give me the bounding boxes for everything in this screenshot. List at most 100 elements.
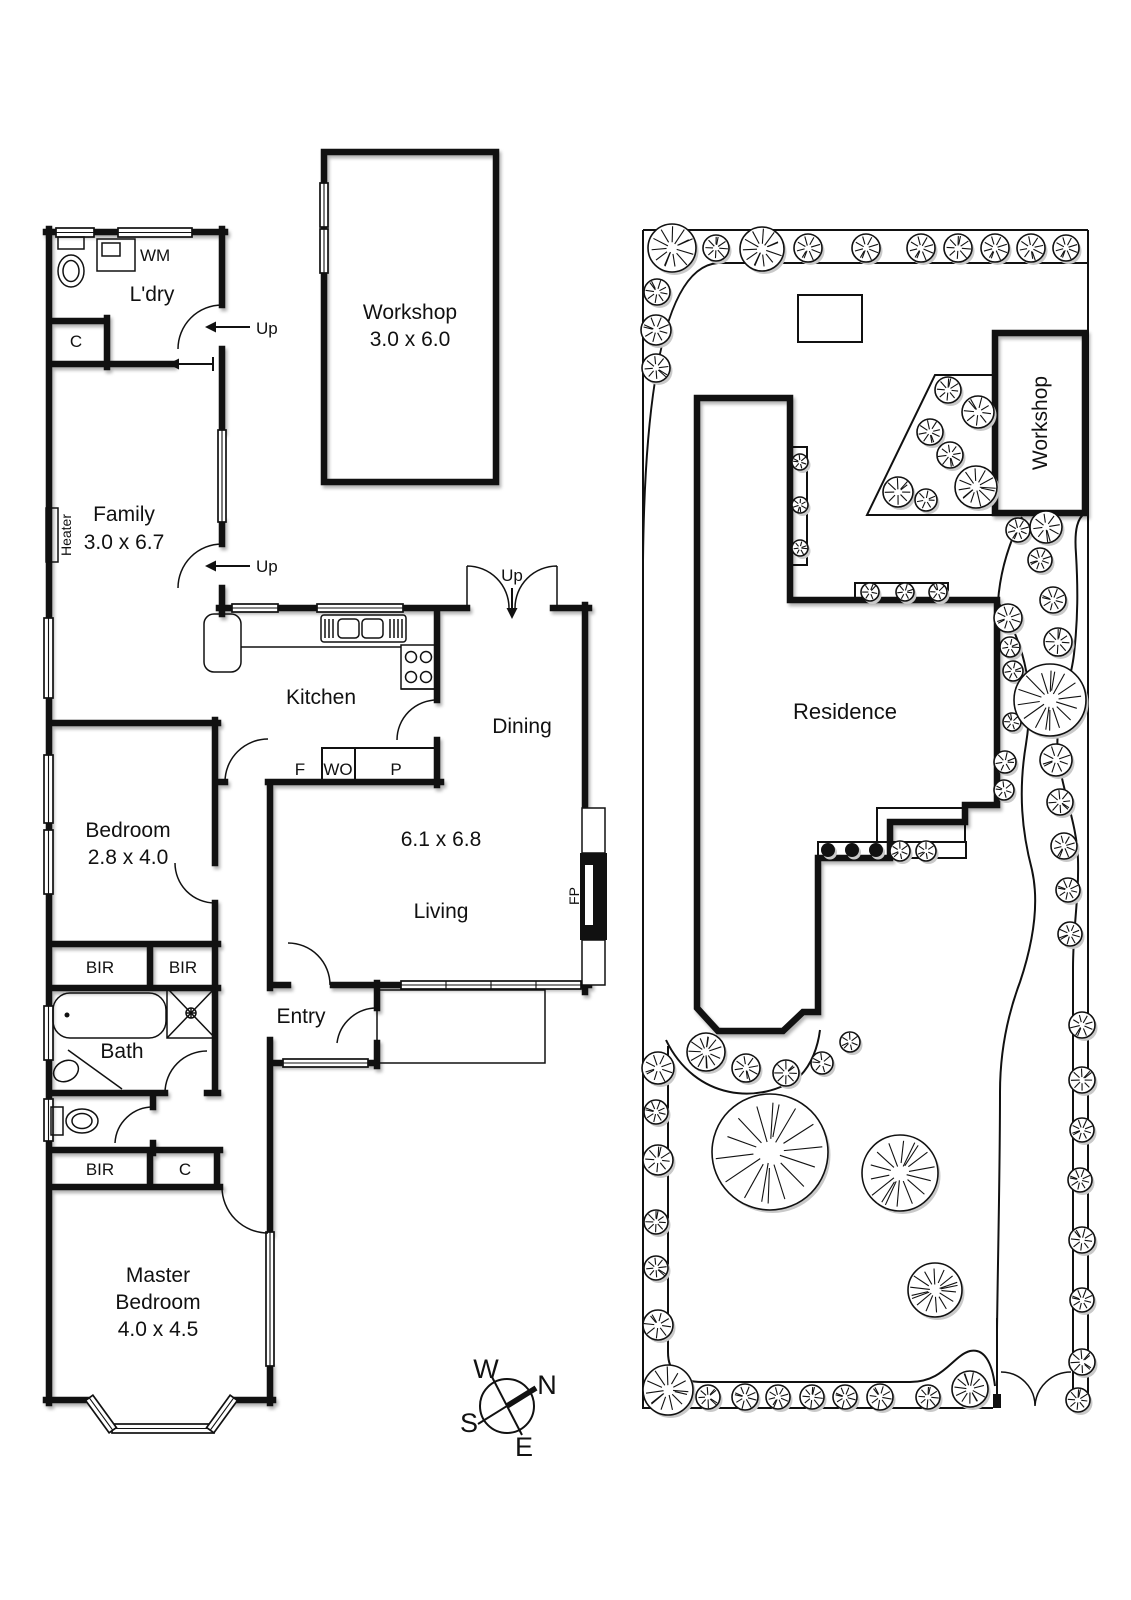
- fixtures: [45, 236, 546, 1136]
- label-fridge: F: [295, 760, 305, 779]
- shrub-icon: [1057, 921, 1085, 949]
- shrub-icon: [1065, 1387, 1093, 1415]
- window: [316, 603, 404, 613]
- shrub-icon: [1069, 1117, 1097, 1145]
- shrub-icon: [772, 1059, 802, 1089]
- shrub-icon: [643, 1209, 671, 1237]
- shrub-icon: [907, 1262, 965, 1320]
- window: [282, 1058, 369, 1068]
- door-bedroom: [174, 862, 216, 904]
- shrub-icon: [647, 223, 699, 275]
- shrub-icon: [915, 1384, 943, 1412]
- shrub-icon: [1043, 627, 1075, 659]
- basin: [52, 1049, 123, 1090]
- fireplace-recess-bottom: [581, 939, 606, 986]
- fireplace-block: [580, 853, 607, 940]
- shrub-icon: [642, 1364, 696, 1418]
- label-up-family: Up: [256, 557, 278, 576]
- shrub-icon: [943, 233, 975, 265]
- shrub-icon: [1055, 877, 1083, 905]
- window: [43, 829, 54, 895]
- fireplace-recess-top: [581, 807, 606, 854]
- bay-window-centre: [111, 1423, 215, 1434]
- bay-window-left: [84, 1393, 118, 1435]
- shrub-icon: [954, 465, 1000, 511]
- shrub-icon: [1029, 510, 1065, 546]
- cooktop: [400, 644, 437, 690]
- window: [319, 228, 329, 274]
- label-family: Family: [93, 503, 155, 526]
- shrub-icon: [642, 1309, 676, 1343]
- shrub-icon: [643, 278, 673, 308]
- label-dining: Dining: [492, 715, 552, 738]
- door-kitchen-hall: [224, 738, 269, 783]
- label-heater: Heater: [58, 514, 74, 556]
- shrub-icon: [1068, 1226, 1098, 1256]
- shrub-icon: [641, 353, 673, 385]
- label-bir1: BIR: [86, 958, 114, 977]
- toilet-laundry: [57, 236, 85, 288]
- label-living: Living: [414, 900, 469, 923]
- door-laundry-up: [177, 304, 223, 350]
- site-shed-pad: [797, 294, 863, 343]
- shrub-icon: [643, 1099, 671, 1127]
- shrub-icon: [993, 779, 1017, 803]
- window: [43, 617, 54, 699]
- bed-corner-curve: [642, 262, 719, 561]
- up-arrow-dining: [506, 588, 518, 619]
- door-dining-french: [466, 565, 558, 609]
- up-arrow-family: [205, 560, 250, 572]
- window: [43, 1005, 54, 1061]
- shrub-icon: [860, 582, 882, 604]
- shrub-icon: [711, 1093, 831, 1213]
- walls: [42, 148, 593, 1407]
- shrub-icon: [1005, 517, 1033, 545]
- shrub-icon: [993, 603, 1025, 635]
- label-site-workshop: Workshop: [1029, 376, 1052, 470]
- house-walls: [42, 225, 593, 1407]
- door-living-entry: [287, 942, 331, 986]
- label-kitchen: Kitchen: [286, 686, 356, 709]
- exit-arrow-laundry: [168, 357, 214, 371]
- shrub-icon: [642, 1144, 676, 1178]
- shrub-icon: [643, 1255, 671, 1283]
- shrub-icon: [839, 1031, 863, 1055]
- shower: [166, 987, 216, 1039]
- dark-shrub-icon: [869, 843, 885, 860]
- door-toilet: [114, 1106, 154, 1144]
- shrub-icon: [686, 1032, 728, 1074]
- compass-east: E: [515, 1432, 533, 1462]
- label-bedroom: Bedroom: [85, 819, 170, 842]
- shrub-icon: [1068, 1011, 1098, 1041]
- window: [217, 429, 227, 523]
- compass-circle: [479, 1378, 535, 1434]
- shrub-icon: [731, 1383, 761, 1413]
- garden-beds: [642, 262, 1088, 1408]
- shrub-icon: [928, 582, 950, 604]
- shrub-icon: [1067, 1167, 1095, 1195]
- shrub-icon: [914, 488, 940, 514]
- label-workshop: Workshop: [363, 301, 457, 324]
- kitchen-cupboards: [321, 747, 438, 783]
- compass-north: N: [537, 1370, 557, 1400]
- shrub-icon: [936, 441, 966, 471]
- kitchen-sink: [320, 614, 407, 643]
- up-arrow-laundry: [205, 321, 250, 333]
- label-bedroom-dims: 2.8 x 4.0: [88, 846, 169, 869]
- shrub-icon: [791, 453, 811, 473]
- window: [319, 182, 329, 228]
- shrub-icon: [999, 636, 1023, 660]
- shrub-icon: [799, 1384, 827, 1412]
- shrub-icon: [1039, 586, 1069, 616]
- floor-plan: L'dry WM C Up Family 3.0 x 6.7 Heater Up…: [42, 148, 607, 1435]
- label-family-dims: 3.0 x 6.7: [84, 531, 165, 554]
- gate: [993, 1371, 1078, 1408]
- shrub-icon: [861, 1134, 941, 1214]
- residence-outline: [693, 394, 1001, 1035]
- shrub-icon: [906, 233, 938, 265]
- shrub-icon: [793, 233, 825, 265]
- window: [55, 227, 95, 238]
- living-window: [400, 980, 582, 990]
